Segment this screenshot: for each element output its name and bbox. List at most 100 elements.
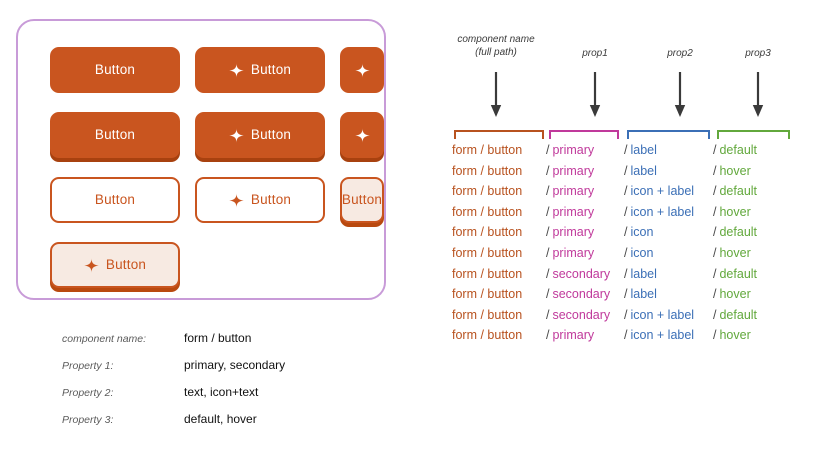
variant-component-name: form / button [452,225,546,239]
path-separator: / [546,266,550,281]
variant-prop2-text: label [630,143,657,157]
button-secondary-icon-label-hover[interactable]: Button [50,242,180,288]
variant-prop2: /icon [624,225,713,239]
variant-prop3: /hover [713,164,783,178]
variant-component-name-text: form / button [452,163,523,178]
path-separator: / [624,287,628,302]
path-separator: / [546,225,550,240]
annotation-label-prop2: prop2 [667,48,693,59]
legend-key: component name: [62,333,147,345]
variant-prop1: /primary [546,184,624,198]
variant-prop2-text: icon [630,245,654,260]
path-separator: / [624,225,628,240]
path-separator: / [713,287,717,302]
path-separator: / [624,163,628,178]
variant-prop2: /label [624,267,713,281]
path-separator: / [624,307,628,322]
variant-prop1-text: primary [552,184,595,199]
variant-component-name-text: form / button [452,143,523,157]
variant-prop2: /icon + label [624,308,713,322]
legend-row: Property 2: text, icon+text [62,385,382,412]
legend-value: text, icon+text [184,385,259,399]
variant-prop1: /secondary [546,308,624,322]
legend-key: Property 2: [62,387,114,399]
variant-prop3-text: default [719,307,758,322]
path-separator: / [713,328,717,343]
path-separator: / [713,163,717,178]
button-primary-icon-hover[interactable] [340,112,384,158]
sparkle-icon [229,192,244,208]
path-separator: / [546,287,550,302]
button-secondary-icon-label-default[interactable]: Button [195,177,325,223]
variant-prop3: /hover [713,205,783,219]
variant-prop2: /icon + label [624,205,713,219]
path-separator: / [624,204,628,219]
variant-prop3: /hover [713,328,783,342]
path-separator: / [546,204,550,219]
button-secondary-label-hover[interactable]: Button [340,177,384,223]
path-separator: / [546,184,550,199]
path-separator: / [546,143,550,157]
button-primary-label-default[interactable]: Button [50,47,180,93]
variant-component-name: form / button [452,267,546,281]
variant-prop2-text: label [630,266,657,281]
variant-component-name-text: form / button [452,204,523,219]
variant-prop2-text: icon + label [630,204,695,219]
button-primary-label-hover[interactable]: Button [50,112,180,158]
variant-prop2-text: label [630,163,657,178]
variant-prop3: /default [713,143,783,157]
sparkle-icon [354,127,370,143]
variant-prop1-text: primary [552,204,595,219]
annotation-label-prop3: prop3 [745,48,771,59]
variant-prop2: /icon [624,246,713,260]
variant-row: form / button/secondary/label/hover [452,287,807,308]
button-label: Button [341,192,383,208]
legend-value: default, hover [184,412,257,426]
button-primary-icon-default[interactable] [340,47,384,93]
variant-prop3-text: hover [719,245,751,260]
path-separator: / [624,328,628,343]
variant-component-name: form / button [452,246,546,260]
variant-row: form / button/primary/icon + label/defau… [452,184,807,205]
variant-component-name: form / button [452,287,546,301]
variant-component-name-text: form / button [452,287,523,302]
variant-prop2: /label [624,143,713,157]
variant-prop2-text: icon [630,225,654,240]
variant-component-name: form / button [452,205,546,219]
variant-row: form / button/secondary/label/default [452,267,807,288]
variant-prop2: /icon + label [624,184,713,198]
variant-prop3-text: default [719,143,758,157]
variant-prop2-text: icon + label [630,184,695,199]
variant-row: form / button/primary/icon + label/hover [452,328,807,349]
button-primary-icon-label-hover[interactable]: Button [195,112,325,158]
legend-row: Property 1:primary, secondary [62,358,382,385]
variant-component-name-text: form / button [452,184,523,199]
variant-prop3: /default [713,225,783,239]
button-primary-icon-label-default[interactable]: Button [195,47,325,93]
sparkle-icon [229,127,244,143]
path-separator: / [713,143,717,157]
variant-prop1: /primary [546,328,624,342]
path-separator: / [713,204,717,219]
variant-prop1: /secondary [546,267,624,281]
variant-prop1-text: primary [552,225,595,240]
variant-component-name: form / button [452,184,546,198]
legend-row: Property 3: default, hover [62,412,382,439]
legend-key: Property 3: [62,414,114,426]
button-label: Button [94,192,136,208]
sparkle-icon [354,62,370,78]
path-separator: / [546,245,550,260]
variant-component-name-text: form / button [452,245,523,260]
annotation-arrow-down-icon [490,72,502,118]
variant-prop1-text: primary [552,163,595,178]
variant-prop3-text: hover [719,163,751,178]
variant-prop3-text: hover [719,204,751,219]
button-secondary-label-default[interactable]: Button [50,177,180,223]
sparkle-icon [229,62,244,78]
path-separator: / [713,266,717,281]
annotation-arrow-down-icon [674,72,686,118]
variant-prop1: /primary [546,143,624,157]
